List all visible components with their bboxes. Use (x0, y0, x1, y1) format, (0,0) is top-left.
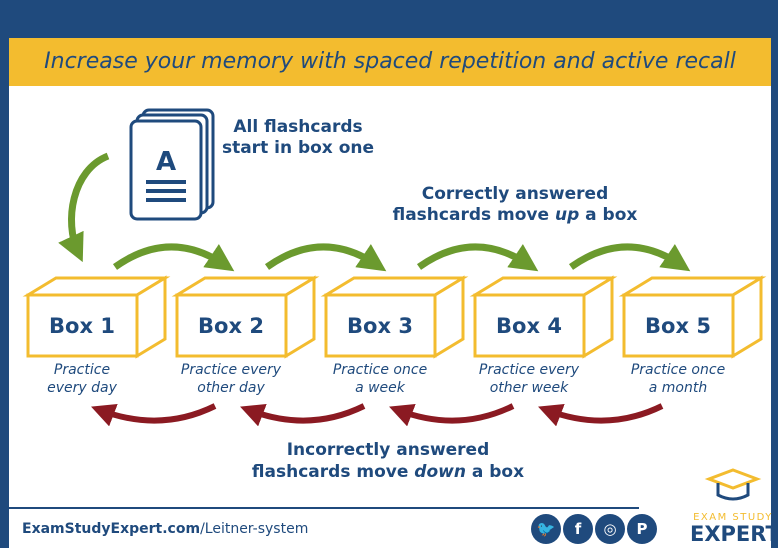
box-4-frequency-line1: Practice every (479, 362, 580, 378)
left-border (0, 0, 9, 548)
card-letter: A (156, 147, 176, 177)
box-1-frequency-line2: every day (47, 380, 117, 396)
mortarboard-icon (704, 468, 762, 501)
box-5-label: Box 5 (645, 314, 711, 338)
box-5: Box 5 Practice once a month (618, 275, 767, 396)
start-note-line2: start in box one (222, 138, 374, 158)
down-note-line2: flashcards move down a box (252, 462, 524, 482)
flashcard-stack-icon: A (129, 108, 215, 221)
twitter-icon[interactable]: 🐦 (531, 514, 561, 544)
box-4-frequency-line2: other week (490, 380, 569, 396)
start-note-line1: All flashcards (233, 117, 362, 137)
box-2-frequency-line1: Practice every (181, 362, 282, 378)
up-note-line1: Correctly answered (422, 184, 609, 204)
box-3: Box 3 Practice once a week (320, 275, 469, 396)
pinterest-icon[interactable]: P (627, 514, 657, 544)
box-1-frequency-line1: Practice (54, 362, 110, 378)
box-4-label: Box 4 (496, 314, 562, 338)
up-arrow-2-to-3 (264, 243, 387, 272)
brand-top: EXAM STUDY (693, 512, 773, 523)
down-arrow-2-to-1 (91, 403, 217, 427)
instagram-icon[interactable]: ◎ (595, 514, 625, 544)
down-arrow-5-to-4 (538, 403, 664, 427)
box-2-label: Box 2 (198, 314, 264, 338)
up-arrow-1-to-2 (112, 243, 235, 272)
footer-divider (9, 507, 639, 509)
box-3-label: Box 3 (347, 314, 413, 338)
subtitle-band: Increase your memory with spaced repetit… (9, 38, 771, 86)
up-note-line2: flashcards move up a box (393, 205, 638, 225)
facebook-icon[interactable]: f (563, 514, 593, 544)
box-1: Box 1 Practice every day (22, 275, 171, 396)
box-4: Box 4 Practice every other week (469, 275, 618, 396)
up-arrow-3-to-4 (416, 243, 539, 272)
box-1-label: Box 1 (49, 314, 115, 338)
subtitle: Increase your memory with spaced repetit… (44, 49, 736, 74)
down-arrow-4-to-3 (389, 403, 515, 427)
start-arrow (58, 152, 110, 263)
header-bar (9, 0, 771, 38)
footer-domain: ExamStudyExpert.com (22, 521, 201, 537)
box-2: Box 2 Practice every other day (171, 275, 320, 396)
box-3-frequency-line2: a week (355, 380, 406, 396)
box-5-frequency-line2: a month (649, 380, 707, 396)
right-border (771, 0, 778, 548)
down-arrow-3-to-2 (240, 403, 366, 427)
footer-path: /Leitner-system (200, 521, 309, 537)
box-5-frequency-line1: Practice once (631, 362, 725, 378)
box-3-frequency-line1: Practice once (333, 362, 427, 378)
brand-bottom: EXPERT (690, 522, 778, 546)
down-note-line1: Incorrectly answered (287, 440, 490, 460)
up-arrow-4-to-5 (568, 243, 691, 272)
footer-link[interactable]: ExamStudyExpert.com/Leitner-system (22, 521, 308, 537)
box-2-frequency-line2: other day (197, 380, 265, 396)
